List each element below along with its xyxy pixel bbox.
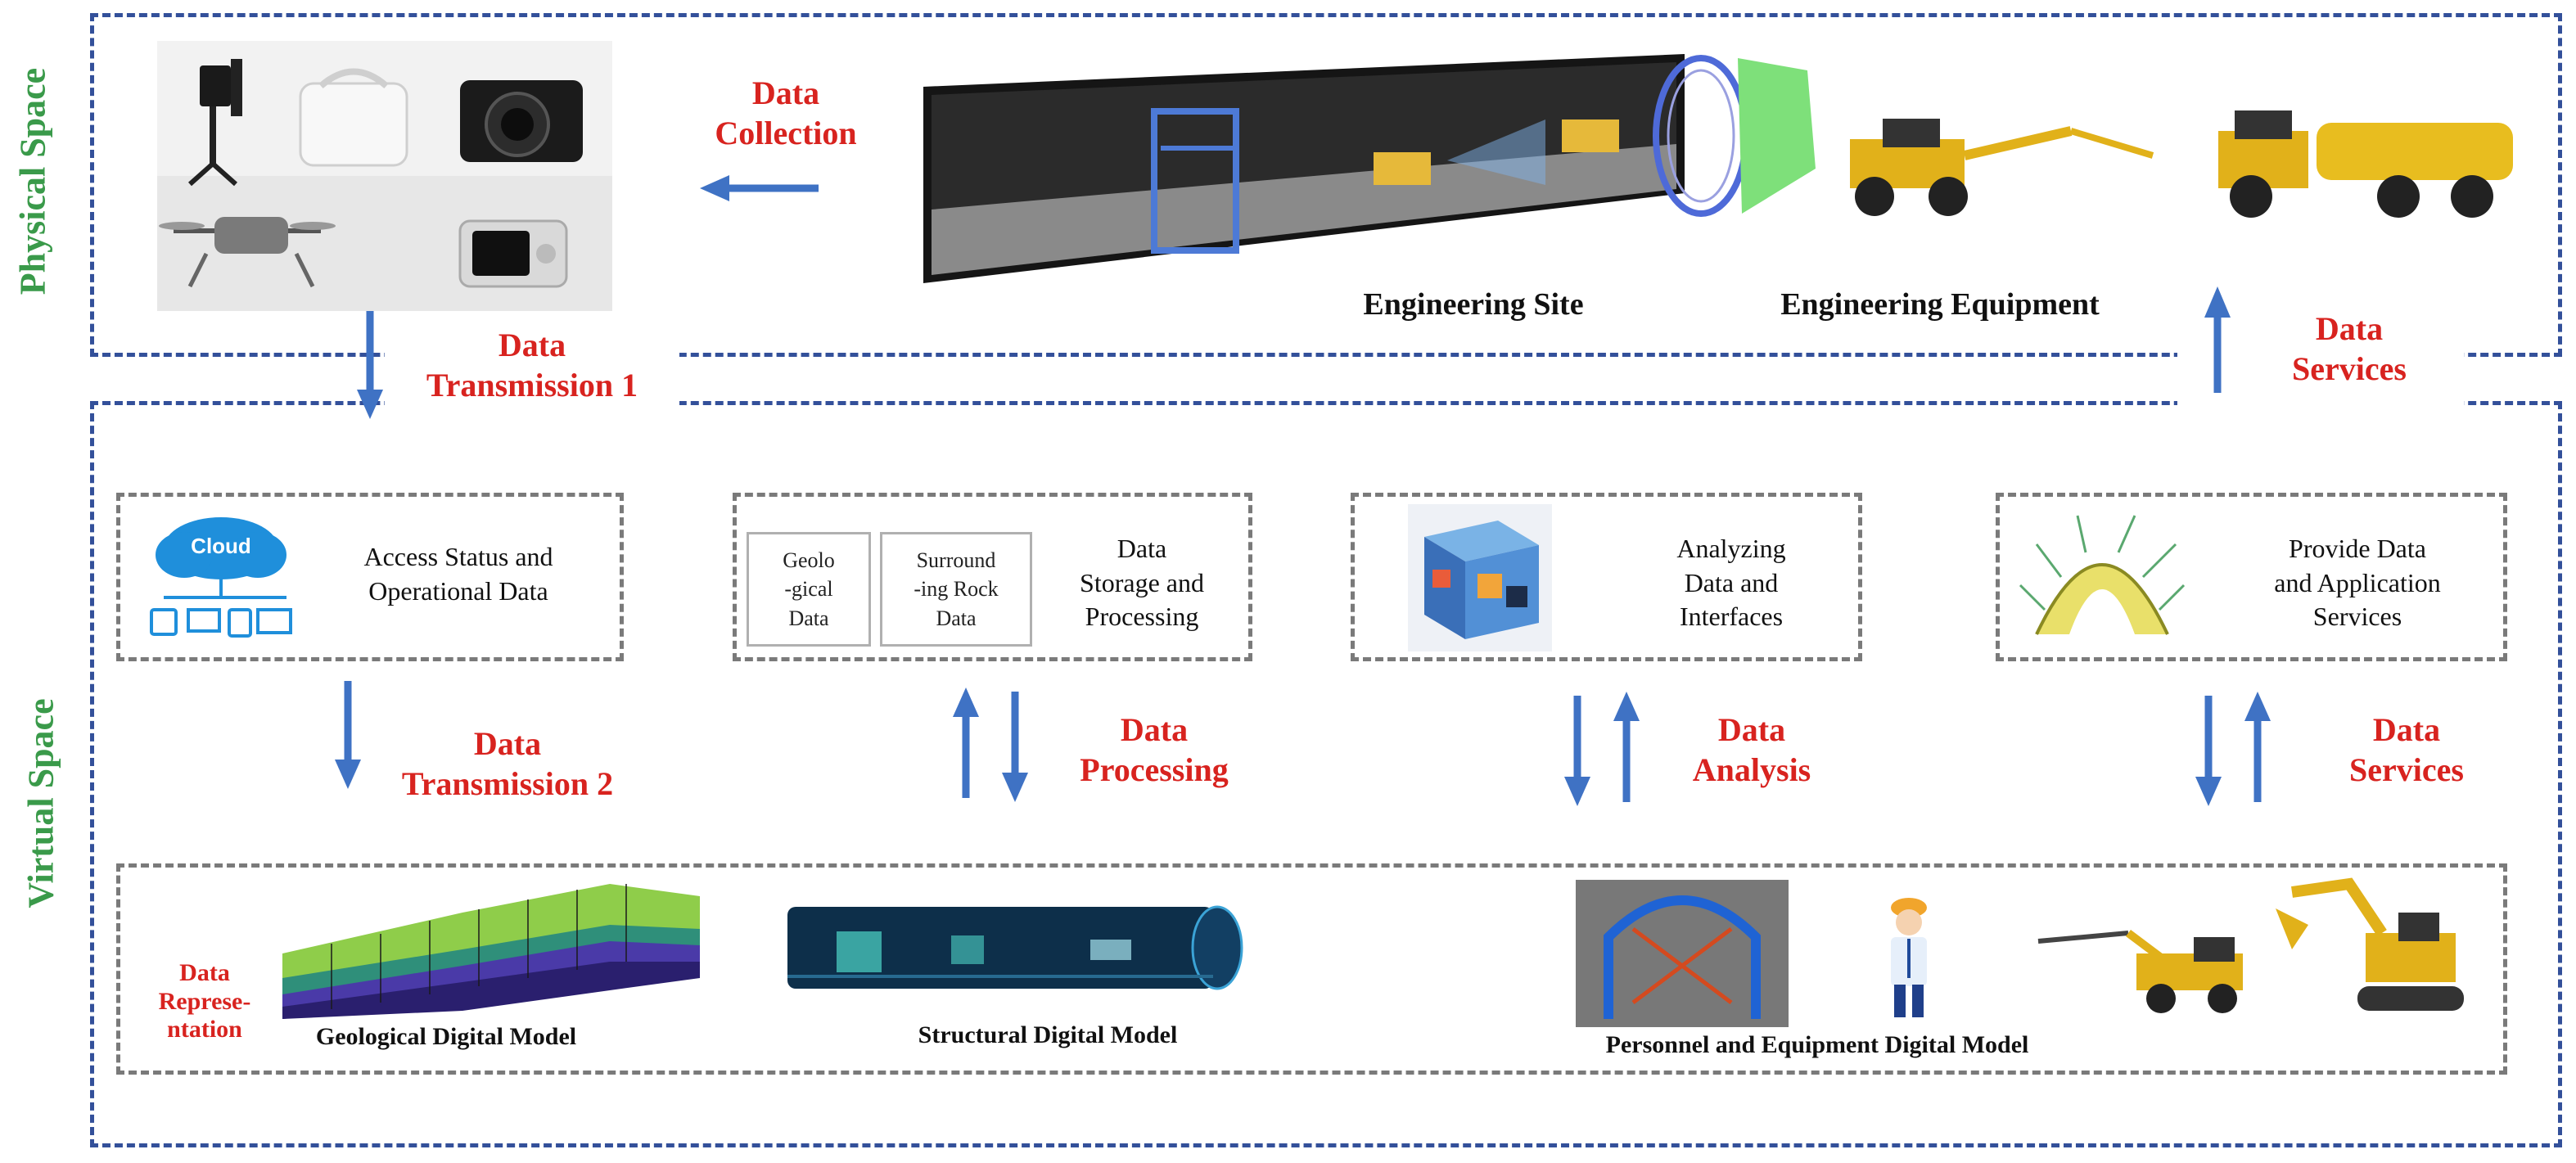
- data-services-up-arrow: [2204, 286, 2231, 393]
- engineering-site-image: [923, 46, 1816, 291]
- engineer-icon: [1891, 898, 1927, 1017]
- support-model-icon: [2019, 515, 2186, 635]
- physical-space-label: Physical Space: [12, 67, 53, 295]
- engineering-equipment-label: Engineering Equipment: [1780, 287, 2100, 322]
- virtual-space-frame: [90, 401, 2562, 1147]
- surrounding-rock-data-box: Surround -ing Rock Data: [880, 532, 1032, 647]
- geological-data-box: Geolo -gical Data: [747, 532, 871, 647]
- data-collection-arrow: [700, 175, 819, 201]
- data-collection-label: Data Collection: [715, 74, 857, 151]
- data-representation-label: Data Represe- ntation: [158, 959, 251, 1043]
- data-services-bottom-label: Data Services: [2349, 711, 2464, 788]
- frame-gap: [2177, 344, 2464, 368]
- analysis-module-text: Analyzing Data and Interfaces: [1676, 534, 1786, 632]
- personnel-equipment-model-label: Personnel and Equipment Digital Model: [1605, 1031, 2029, 1058]
- data-services-top-label: Data Services: [2292, 310, 2407, 387]
- data-processing-arrows: [953, 687, 1028, 802]
- data-services-arrows: [2195, 692, 2271, 806]
- engineering-equipment-drill-image: [1834, 106, 2161, 221]
- cloud-label: Cloud: [191, 534, 251, 558]
- frame-gap: [385, 393, 679, 417]
- access-module-text: Access Status and Operational Data: [363, 542, 553, 606]
- data-transmission-1-arrow: [357, 311, 383, 419]
- support-equipment-image: [1576, 880, 1789, 1027]
- data-transmission-2-arrow: [335, 681, 361, 789]
- structural-model-label: Structural Digital Model: [918, 1021, 1178, 1048]
- storage-module-text: Data Storage and Processing: [1080, 534, 1204, 632]
- virtual-space-label: Virtual Space: [20, 698, 61, 908]
- cube-icon: [1408, 504, 1552, 651]
- data-collection-devices-image: [157, 41, 612, 311]
- engineering-equipment-tanker-image: [2210, 98, 2538, 221]
- frame-gap: [385, 344, 679, 368]
- storage-module: [733, 493, 1252, 661]
- frame-gap: [2177, 393, 2464, 417]
- data-transmission-1-label: Data Transmission 1: [426, 327, 638, 403]
- excavator-icon: [2276, 877, 2464, 1011]
- cloud-icon: [150, 517, 292, 638]
- geological-model-image: [282, 884, 700, 1019]
- physical-space-frame: [90, 13, 2562, 357]
- engineering-site-label: Engineering Site: [1363, 287, 1584, 322]
- data-transmission-2-label: Data Transmission 2: [401, 725, 614, 802]
- data-analysis-arrows: [1564, 692, 1640, 806]
- services-module-text: Provide Data and Application Services: [2274, 534, 2441, 632]
- structural-model-image: [787, 905, 1243, 990]
- geological-model-label: Geological Digital Model: [315, 1023, 577, 1050]
- data-analysis-label: Data Analysis: [1692, 711, 1811, 788]
- data-processing-label: Data Processing: [1080, 711, 1229, 788]
- drill-rig-icon: [2037, 930, 2243, 1013]
